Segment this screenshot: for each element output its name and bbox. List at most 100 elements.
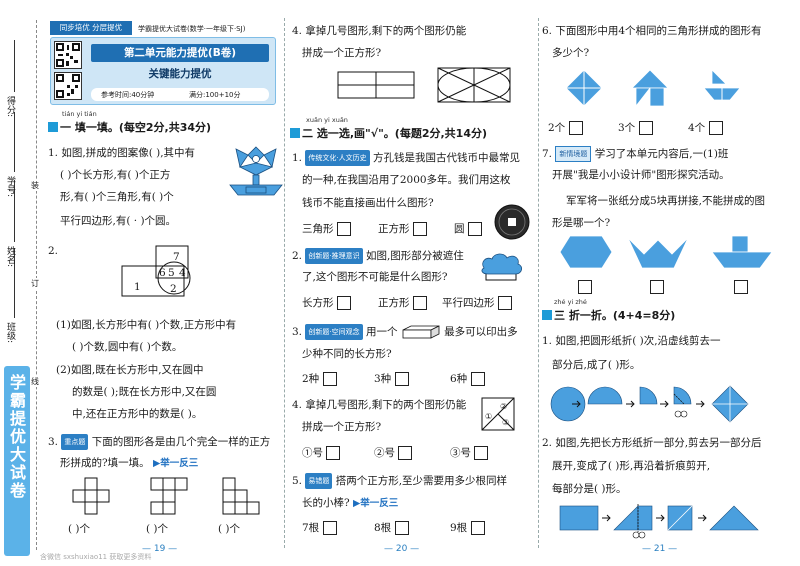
check-box[interactable]: [322, 521, 337, 535]
column-3: 6. 下面图形中用4个相同的三角形拼成的图形有 多少个? 2个 3个 4个 7.…: [542, 0, 798, 566]
check-box[interactable]: [398, 446, 413, 460]
question-line: 6. 下面图形中用4个相同的三角形拼成的图形有: [542, 25, 762, 37]
question-line: 2. 如图,先把长方形纸折一部分,剪去另一部分后: [542, 437, 762, 449]
check-box[interactable]: [336, 296, 351, 310]
section-title: 一 填一填。(每空2分,共34分): [48, 119, 211, 135]
field-line-score[interactable]: [14, 40, 15, 92]
column-divider: [538, 18, 539, 548]
check-box[interactable]: [638, 121, 653, 135]
check-box[interactable]: [394, 521, 409, 535]
question-tag: 易错题: [305, 473, 333, 489]
question-number: 2.: [292, 250, 303, 262]
answer-blank[interactable]: ( )个: [68, 523, 91, 535]
question-text: 用一个: [365, 326, 398, 338]
column-1: 同步培优 分层提优 学霸提优大试卷(数学·一年级下·SJ) 第二单元能力提优(B…: [46, 0, 283, 566]
cloud-cover-figure: [481, 253, 522, 281]
option-label: 2个: [548, 122, 566, 134]
check-box[interactable]: [467, 222, 482, 236]
answer-blank[interactable]: ( )个: [146, 523, 169, 535]
check-box[interactable]: [336, 222, 351, 236]
question-text: 学习了本单元内容后,一(1)班: [594, 148, 729, 160]
section-pinyin: tián yi tián: [62, 110, 97, 118]
option: ①号: [302, 446, 341, 460]
option: 6种: [450, 372, 485, 386]
option: 3种: [374, 372, 409, 386]
question-line: 展开,变成了( )形,再沿着折痕剪开,: [552, 460, 711, 472]
option: 2种: [302, 372, 337, 386]
option: 9根: [450, 521, 485, 535]
check-box[interactable]: [326, 446, 341, 460]
binding-mark: 订: [31, 278, 39, 289]
fold-circle-sequence: [550, 385, 749, 423]
venn-number: 4: [179, 267, 186, 279]
question-text: 长的小棒?: [302, 497, 350, 509]
option-label: 平行四边形: [442, 297, 495, 309]
check-box[interactable]: [708, 121, 723, 135]
check-box[interactable]: [470, 521, 485, 535]
extension-link[interactable]: ▶举一反三: [152, 458, 199, 469]
question-tag: 传统文化·人文历史: [305, 150, 370, 166]
field-line-id[interactable]: [14, 112, 15, 172]
question-line: 了,这个图形不可能是什么图形?: [302, 271, 448, 283]
question-tag: 新情境题: [555, 146, 592, 162]
triangles-figure: [437, 67, 511, 103]
check-box[interactable]: [650, 276, 664, 295]
field-line-name[interactable]: [14, 180, 15, 242]
question-line: 形,有( )个三角形,有( )个: [60, 191, 174, 203]
check-box[interactable]: [470, 372, 485, 386]
option-label: 长方形: [302, 297, 334, 309]
qr-code-icon[interactable]: [54, 41, 82, 69]
option: 圆: [454, 222, 482, 236]
section-title: 二 选一选,画"√"。(每题2分,共14分): [290, 125, 487, 141]
check-box[interactable]: [394, 372, 409, 386]
option-label: 圆: [454, 223, 465, 235]
venn-figure: [121, 245, 191, 297]
option: 7根: [302, 521, 337, 535]
fold-rect-sequence: [559, 504, 759, 539]
diamond-figure: [565, 69, 603, 107]
cross-figure: [72, 477, 110, 515]
house-figure: [631, 69, 669, 108]
check-box[interactable]: [497, 296, 512, 310]
option: 平行四边形: [442, 296, 512, 310]
question-number: 3.: [48, 436, 59, 448]
question-text: 搭两个正方形,至少需要用多少根同样: [335, 475, 508, 487]
question-text: 形拼成的?填一填。: [60, 457, 150, 469]
question-line: 拼成一个正方形?: [302, 421, 382, 433]
question-line: 每部分是( )形。: [552, 483, 627, 495]
question-line: 3. 创新题·空间观念 用一个 最多可以印出多: [292, 324, 518, 340]
question-line: 2. 创新题·推理意识 如图,图形部分被遮住: [292, 248, 464, 264]
check-box[interactable]: [568, 121, 583, 135]
venn-number: 1: [134, 281, 141, 293]
option: 正方形: [378, 296, 427, 310]
check-box[interactable]: [474, 446, 489, 460]
check-box[interactable]: [412, 296, 427, 310]
vertical-banner: 学霸提优大试卷: [4, 366, 30, 556]
section-pinyin: zhé yi zhé: [554, 298, 587, 306]
qr-code-icon[interactable]: [54, 72, 82, 100]
section-title: 三 折一折。(4+4=8分): [542, 307, 675, 323]
check-box[interactable]: [578, 276, 592, 295]
field-line-class[interactable]: [14, 248, 15, 318]
binding-mark: 装: [31, 180, 39, 191]
field-label-name: 姓名:: [5, 246, 15, 268]
banner-title: 学霸提优大试卷: [7, 374, 26, 500]
question-line: ( )个数,圆中有( )个数。: [72, 341, 183, 353]
extension-link[interactable]: ▶举一反三: [352, 498, 399, 509]
question-line: 3. 重点题 下面的图形各是由几个完全一样的正方: [48, 434, 270, 450]
check-box[interactable]: [322, 372, 337, 386]
answer-blank[interactable]: ( )个: [218, 523, 241, 535]
question-line: 1. 传统文化·人文历史 方孔钱是我国古代钱币中最常见: [292, 150, 520, 166]
question-line: 部分后,成了( )形。: [552, 359, 641, 371]
margin-strip: 学霸提优大试卷 班级: 姓名: 学号: 得分: 装 订 线: [0, 0, 46, 566]
question-line: 平行四边形,有( · )个圆。: [60, 215, 177, 227]
question-line: 7. 新情境题 学习了本单元内容后,一(1)班: [542, 146, 728, 162]
question-number: 1.: [292, 152, 303, 164]
check-box[interactable]: [734, 276, 748, 295]
option: 三角形: [302, 222, 351, 236]
check-box[interactable]: [412, 222, 427, 236]
page-number: — 19 —: [142, 544, 178, 554]
option-label: ③号: [450, 447, 471, 459]
question-line: 长的小棒? ▶举一反三: [302, 496, 398, 511]
option: 2个: [548, 121, 583, 135]
